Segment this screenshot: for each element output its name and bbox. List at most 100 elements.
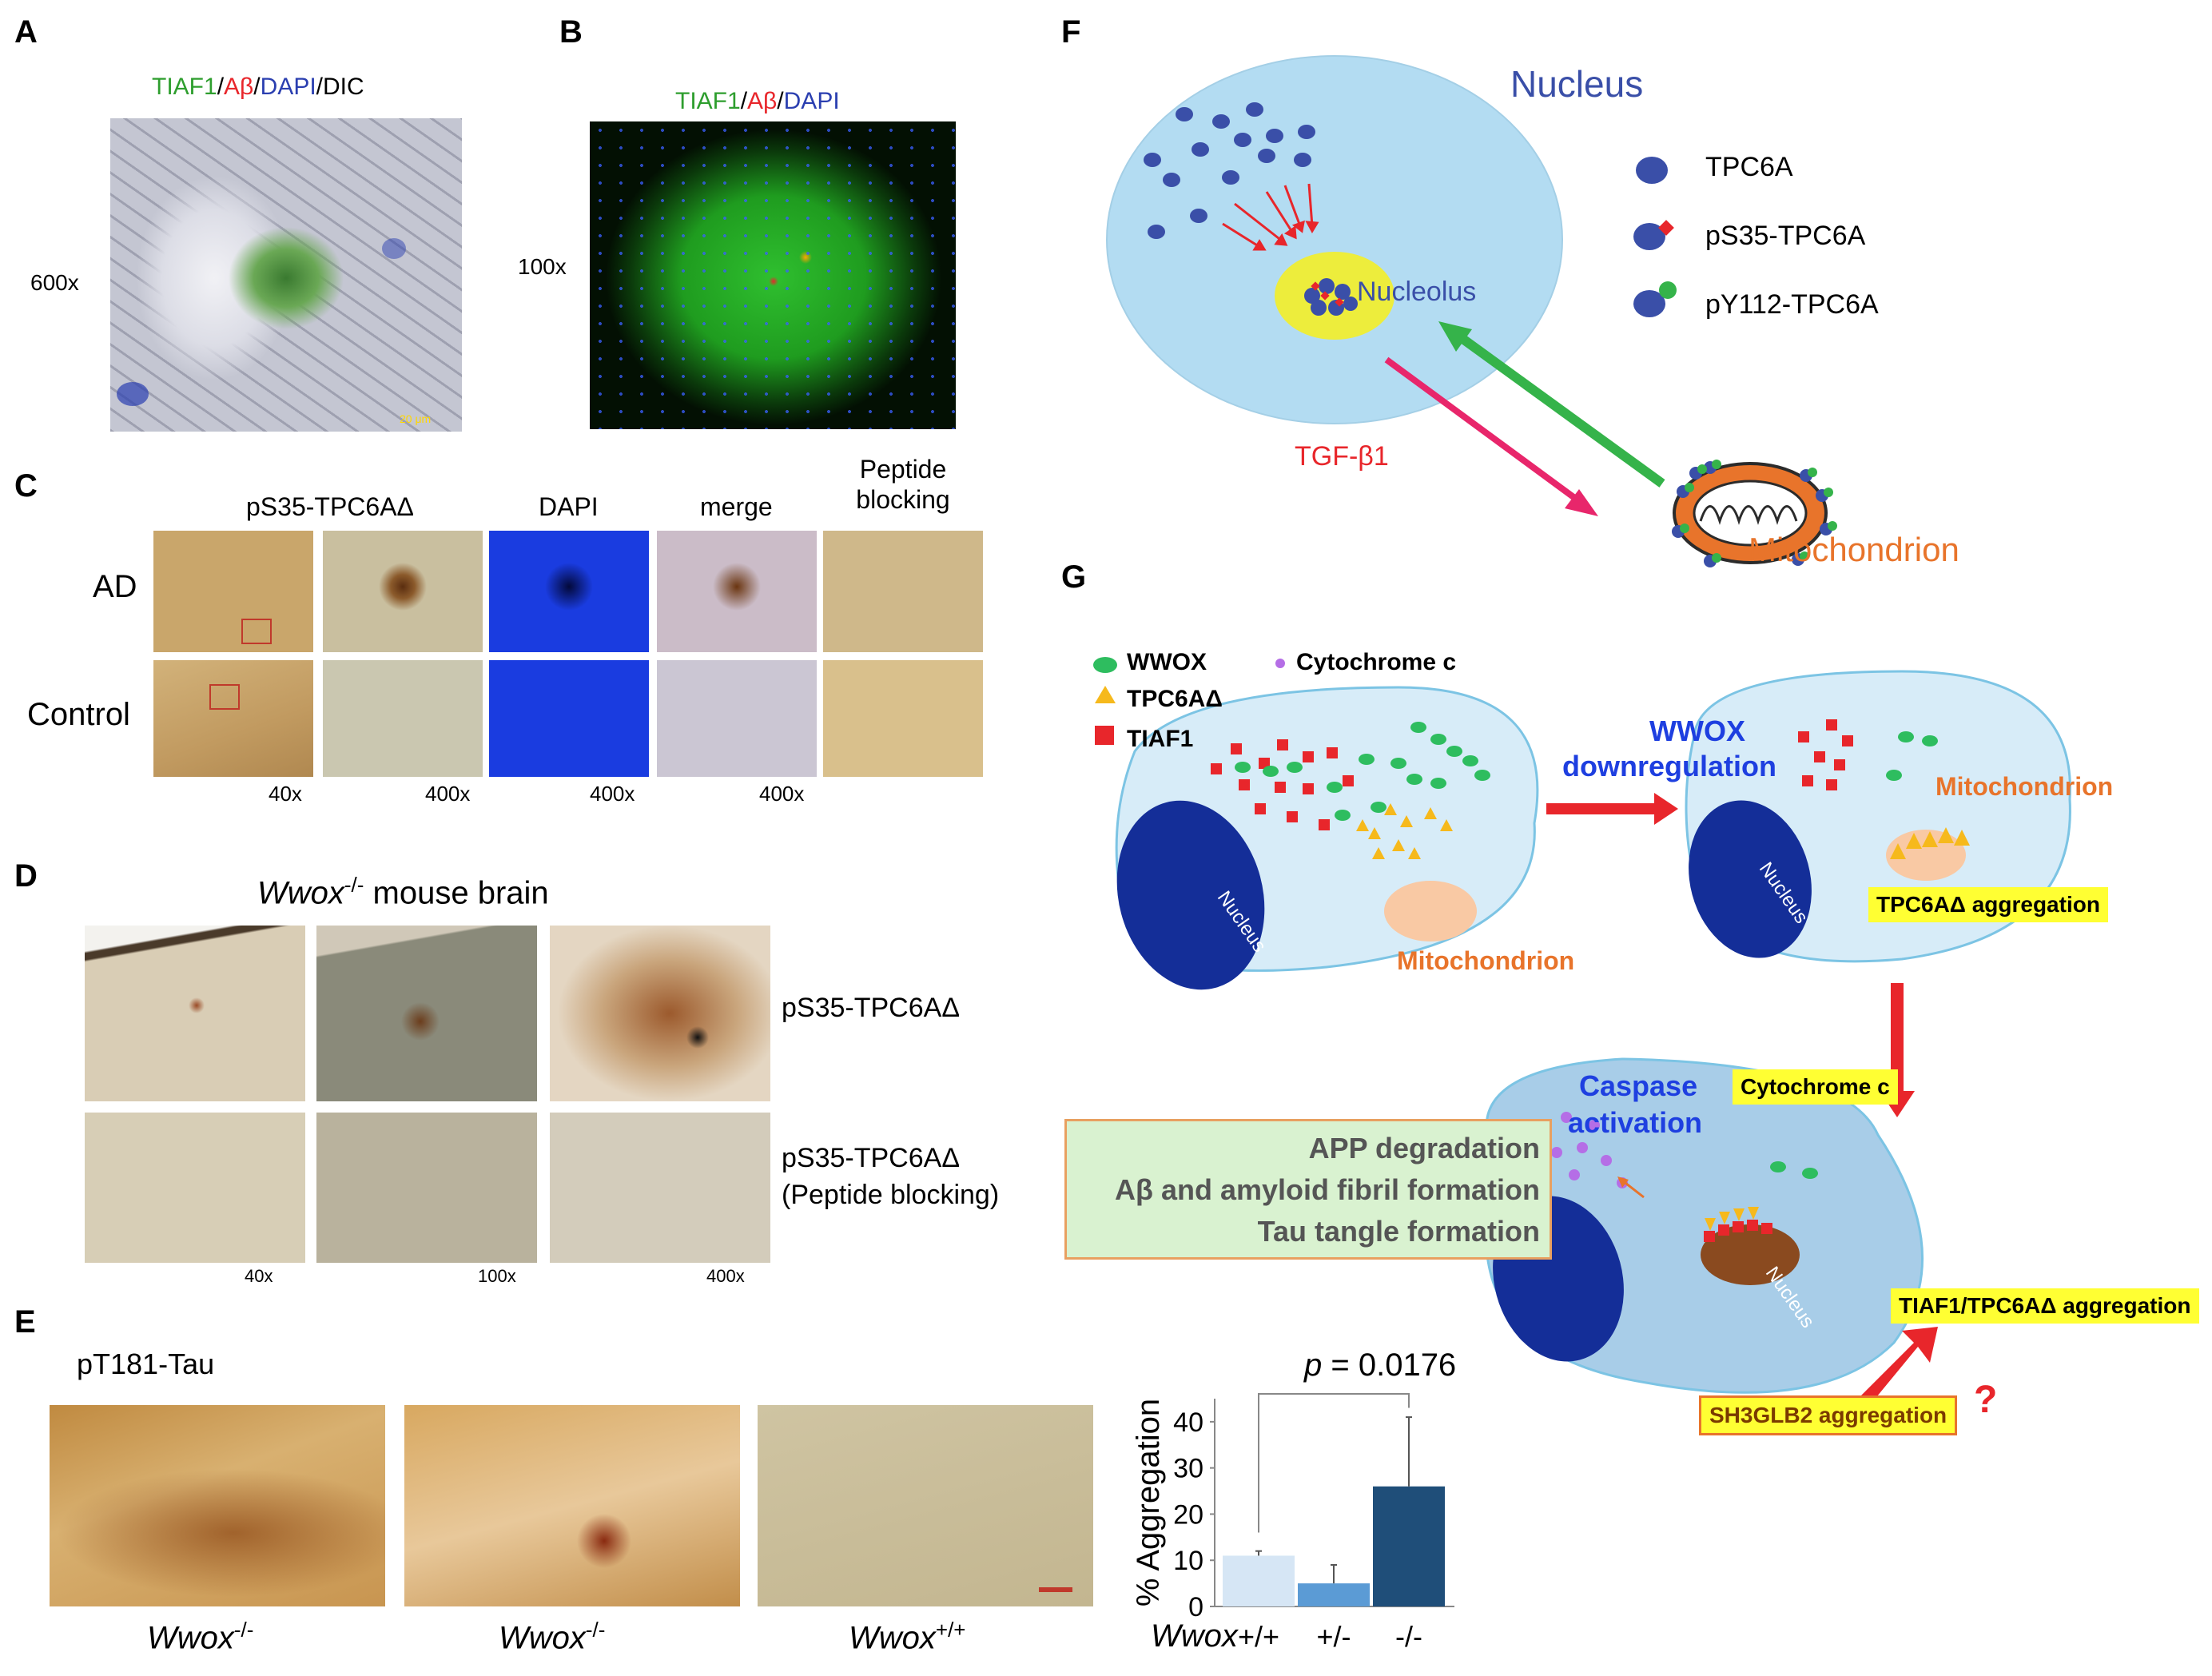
panel-c-control-40x bbox=[153, 660, 313, 777]
zoom-box bbox=[209, 684, 240, 710]
gene-name: Wwox bbox=[257, 875, 344, 911]
panel-c-ad-40x bbox=[153, 531, 313, 652]
nucleolus-protein-cluster bbox=[1304, 278, 1358, 316]
panel-e-genotype-2: Wwox-/- bbox=[499, 1618, 605, 1656]
panel-e-image-3 bbox=[758, 1405, 1093, 1606]
arrow-1-head bbox=[1654, 793, 1678, 825]
mitochondrion-shape bbox=[1672, 460, 1837, 567]
cell-1-tpc6a bbox=[1356, 803, 1453, 859]
panel-d-row2-40x bbox=[85, 1113, 305, 1263]
cell-1-mitochondrion bbox=[1384, 881, 1477, 942]
panel-c-col-header: pS35-TPC6AΔ bbox=[246, 492, 414, 521]
cell-3-aggregates bbox=[1704, 1207, 1772, 1242]
stain-abeta: Aβ bbox=[747, 88, 778, 114]
x-tick-label: -/- bbox=[1395, 1620, 1422, 1653]
panel-c-row-control: Control bbox=[27, 697, 130, 732]
cell-1-wwox bbox=[1235, 722, 1490, 821]
panel-d-row1-40x bbox=[85, 926, 305, 1101]
caspase-label-line1: Caspase bbox=[1579, 1069, 1698, 1102]
panel-e-pvalue: p = 0.0176 bbox=[1304, 1348, 1456, 1383]
outcomes-box: APP degradation Aβ and amyloid fibril fo… bbox=[1064, 1119, 1552, 1260]
cyt-release-arrow bbox=[1621, 1179, 1645, 1199]
panel-c-row-ad: AD bbox=[93, 569, 137, 604]
stain-tiaf1: TIAF1 bbox=[152, 74, 217, 100]
bar bbox=[1373, 1486, 1445, 1606]
panel-label-b: B bbox=[559, 14, 583, 50]
g-legend-wwox: WWOX bbox=[1127, 649, 1207, 675]
tgf-arrow-shaft bbox=[1384, 356, 1585, 507]
panel-label-c: C bbox=[14, 468, 38, 504]
stain-dapi: DAPI bbox=[783, 88, 840, 114]
tiaf1-legend-icon bbox=[1095, 726, 1114, 745]
panel-label-d: D bbox=[14, 858, 38, 894]
cell-1-mitochondrion-label: Mitochondrion bbox=[1397, 946, 1575, 975]
y-tick-label: 20 bbox=[1173, 1499, 1203, 1530]
panel-e-image-2 bbox=[404, 1405, 740, 1606]
cell-2-tiaf1 bbox=[1798, 719, 1853, 790]
stain-abeta: Aβ bbox=[224, 74, 254, 100]
dapi-nuclei bbox=[590, 121, 956, 429]
panel-f-tgf-label: TGF-β1 bbox=[1295, 441, 1389, 472]
genotype: -/- bbox=[585, 1618, 606, 1642]
arrow-1-label-line2: downregulation bbox=[1562, 750, 1776, 782]
g-legend-cytc: Cytochrome c bbox=[1296, 649, 1457, 675]
panel-c-mag: 400x bbox=[590, 782, 635, 806]
title-rest: mouse brain bbox=[364, 875, 549, 911]
zoom-box bbox=[241, 619, 272, 644]
caspase-label-line2: activation bbox=[1568, 1106, 1703, 1139]
panel-a-stain-title: TIAF1/Aβ/DAPI/DIC bbox=[152, 74, 364, 101]
scalebar-label: 20 μm bbox=[400, 412, 432, 425]
legend-py112-tpc6a: pY112-TPC6A bbox=[1705, 289, 1879, 320]
import-arrows bbox=[1222, 183, 1319, 251]
outcome-item: Tau tangle formation bbox=[1257, 1215, 1540, 1248]
panel-c-control-merge bbox=[657, 660, 817, 777]
panel-label-e: E bbox=[14, 1304, 36, 1340]
genotype: +/+ bbox=[935, 1618, 966, 1642]
arrow-1-shaft bbox=[1546, 803, 1654, 814]
sh3glb2-aggregation-label: SH3GLB2 aggregation bbox=[1699, 1395, 1958, 1435]
cell-2-mitochondrion-label: Mitochondrion bbox=[1936, 772, 2114, 801]
genotype: -/- bbox=[233, 1618, 254, 1642]
panel-f-nucleolus-label: Nucleolus bbox=[1357, 277, 1477, 307]
y-axis-label: % Aggregation bbox=[1131, 1399, 1166, 1606]
panel-d-title: Wwox-/- mouse brain bbox=[257, 873, 549, 911]
panel-label-a: A bbox=[14, 14, 38, 50]
sh3-arrow bbox=[1854, 1327, 1938, 1415]
dapi-spot bbox=[382, 238, 406, 259]
panel-f-diagram bbox=[1106, 55, 1837, 567]
panel-c-control-dapi bbox=[489, 660, 649, 777]
y-tick-label: 30 bbox=[1173, 1454, 1203, 1484]
panel-b-micrograph bbox=[590, 121, 956, 429]
panel-e-title: pT181-Tau bbox=[77, 1348, 215, 1380]
panel-d-mag: 100x bbox=[478, 1266, 516, 1286]
panel-d-mag: 400x bbox=[706, 1266, 745, 1286]
cell-1-nucleus bbox=[1116, 800, 1265, 990]
x-tick-label: +/+ bbox=[1238, 1620, 1279, 1653]
panel-c-col-header: Peptide blocking bbox=[856, 455, 950, 514]
slash: / bbox=[777, 88, 784, 114]
gene-name: Wwox bbox=[849, 1620, 936, 1656]
panel-d-row2-100x bbox=[316, 1113, 537, 1263]
panel-c-control-peptide bbox=[823, 660, 983, 777]
dapi-spot bbox=[117, 382, 149, 406]
ps35-legend-icon bbox=[1633, 220, 1674, 250]
cytc-legend-icon bbox=[1275, 659, 1285, 668]
panel-e-image-1 bbox=[50, 1405, 385, 1606]
tpc6a-aggregation-label: TPC6AΔ aggregation bbox=[1868, 887, 2108, 922]
panel-c-mag: 400x bbox=[425, 782, 471, 806]
cyt-release-arrow-head bbox=[1617, 1176, 1629, 1188]
arrow-down-shaft bbox=[1891, 983, 1904, 1091]
x-axis-label: Wwox bbox=[1151, 1618, 1239, 1654]
x-tick-label: +/- bbox=[1316, 1620, 1351, 1653]
panel-f-mitochondrion-label: Mitochondrion bbox=[1749, 531, 1959, 568]
panel-d-row2-label-line1: pS35-TPC6AΔ bbox=[782, 1143, 961, 1173]
panel-d-row2-label-line2: (Peptide blocking) bbox=[782, 1180, 1000, 1210]
panel-f-nucleus-label: Nucleus bbox=[1510, 63, 1644, 105]
cell-3-mitochondrion bbox=[1701, 1224, 1800, 1285]
legend-ps35-tpc6a: pS35-TPC6A bbox=[1705, 221, 1866, 251]
scalebar bbox=[1039, 1587, 1072, 1592]
nucleolus-shape bbox=[1275, 252, 1394, 340]
panel-a-micrograph: 20 μm bbox=[110, 118, 462, 432]
g-legend-tiaf1: TIAF1 bbox=[1127, 726, 1194, 752]
tiaf1-aggregation-label: TIAF1/TPC6AΔ aggregation bbox=[1891, 1288, 2199, 1324]
